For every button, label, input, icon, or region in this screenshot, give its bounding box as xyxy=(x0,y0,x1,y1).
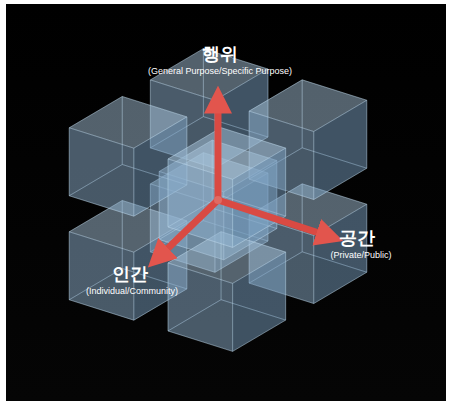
axis-arrow xyxy=(164,200,218,252)
axis-origin xyxy=(214,196,222,204)
axis-label: 인간 xyxy=(112,264,148,284)
cube-face xyxy=(69,128,134,216)
axis-label: 공간 xyxy=(339,228,375,248)
black-ground xyxy=(6,4,446,401)
axis-subtitle: (General Purpose/Specific Purpose) xyxy=(148,66,292,77)
axis-arrow xyxy=(215,108,222,200)
axis-label: 행위 xyxy=(202,44,238,64)
cube-face xyxy=(233,252,286,351)
axis-arrow xyxy=(218,200,322,234)
cube-face xyxy=(168,263,233,351)
cube-face xyxy=(233,148,286,247)
axis-arrows xyxy=(164,108,322,252)
axis-subtitle: (Individual/Community) xyxy=(86,286,178,297)
cube-cluster xyxy=(69,49,367,352)
cube-face xyxy=(314,100,367,199)
axis-subtitle: (Private/Public) xyxy=(330,250,391,261)
